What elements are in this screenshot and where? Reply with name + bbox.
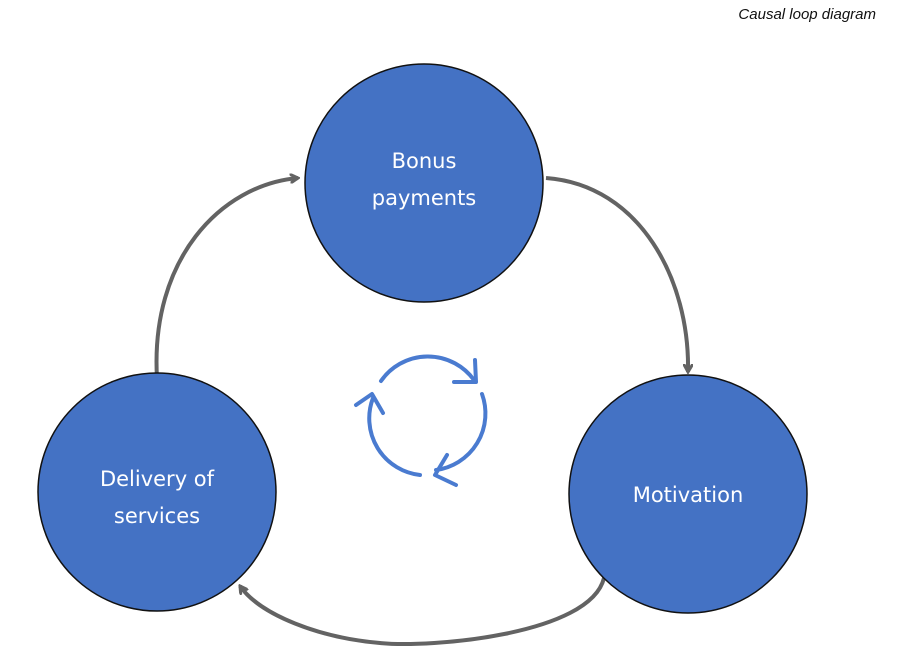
diagram-title: Causal loop diagram	[738, 6, 876, 23]
node-label: payments	[372, 186, 477, 210]
link-motivation-to-delivery	[240, 577, 606, 646]
node-bonus-payments: Bonus payments	[304, 63, 544, 303]
reinforcing-loop-icon	[354, 354, 488, 487]
link-delivery-to-bonus	[154, 178, 298, 379]
node-label: Motivation	[633, 483, 744, 507]
node-label: Bonus	[392, 149, 457, 173]
node-motivation: Motivation	[568, 374, 808, 614]
link-bonus-to-motivation	[545, 176, 688, 372]
node-label: services	[114, 504, 200, 528]
node-label: Delivery of	[100, 467, 215, 491]
node-delivery-of-services: Delivery of services	[37, 372, 277, 612]
